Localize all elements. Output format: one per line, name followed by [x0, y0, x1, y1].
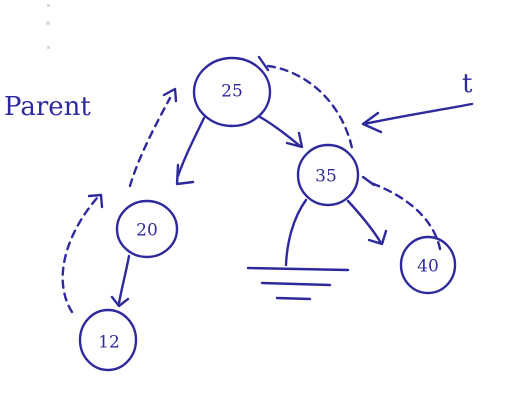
edge-35-40	[346, 199, 388, 246]
node-40: 40	[399, 235, 457, 295]
parent-link-35-25	[257, 55, 354, 150]
node-25-value: 25	[221, 82, 243, 102]
node-20-value: 20	[136, 221, 158, 241]
parent-label: Parent	[4, 92, 91, 122]
scan-marks	[46, 4, 50, 49]
parent-link-20-25	[128, 87, 178, 188]
edge-25-20	[175, 116, 206, 186]
node-25: 25	[192, 56, 272, 128]
t-label: t	[462, 69, 473, 99]
node-35: 35	[296, 143, 360, 207]
node-12: 12	[78, 308, 138, 372]
edge-20-12	[110, 254, 131, 308]
node-20: 20	[115, 199, 179, 259]
t-pointer-arrow	[361, 102, 474, 134]
null-ground-symbol	[246, 198, 350, 301]
parent-link-12-20	[61, 193, 104, 314]
node-40-value: 40	[417, 257, 439, 277]
node-12-value: 12	[98, 333, 120, 353]
parent-link-40-35	[361, 175, 442, 251]
edge-25-35	[258, 115, 304, 149]
node-35-value: 35	[315, 167, 337, 187]
